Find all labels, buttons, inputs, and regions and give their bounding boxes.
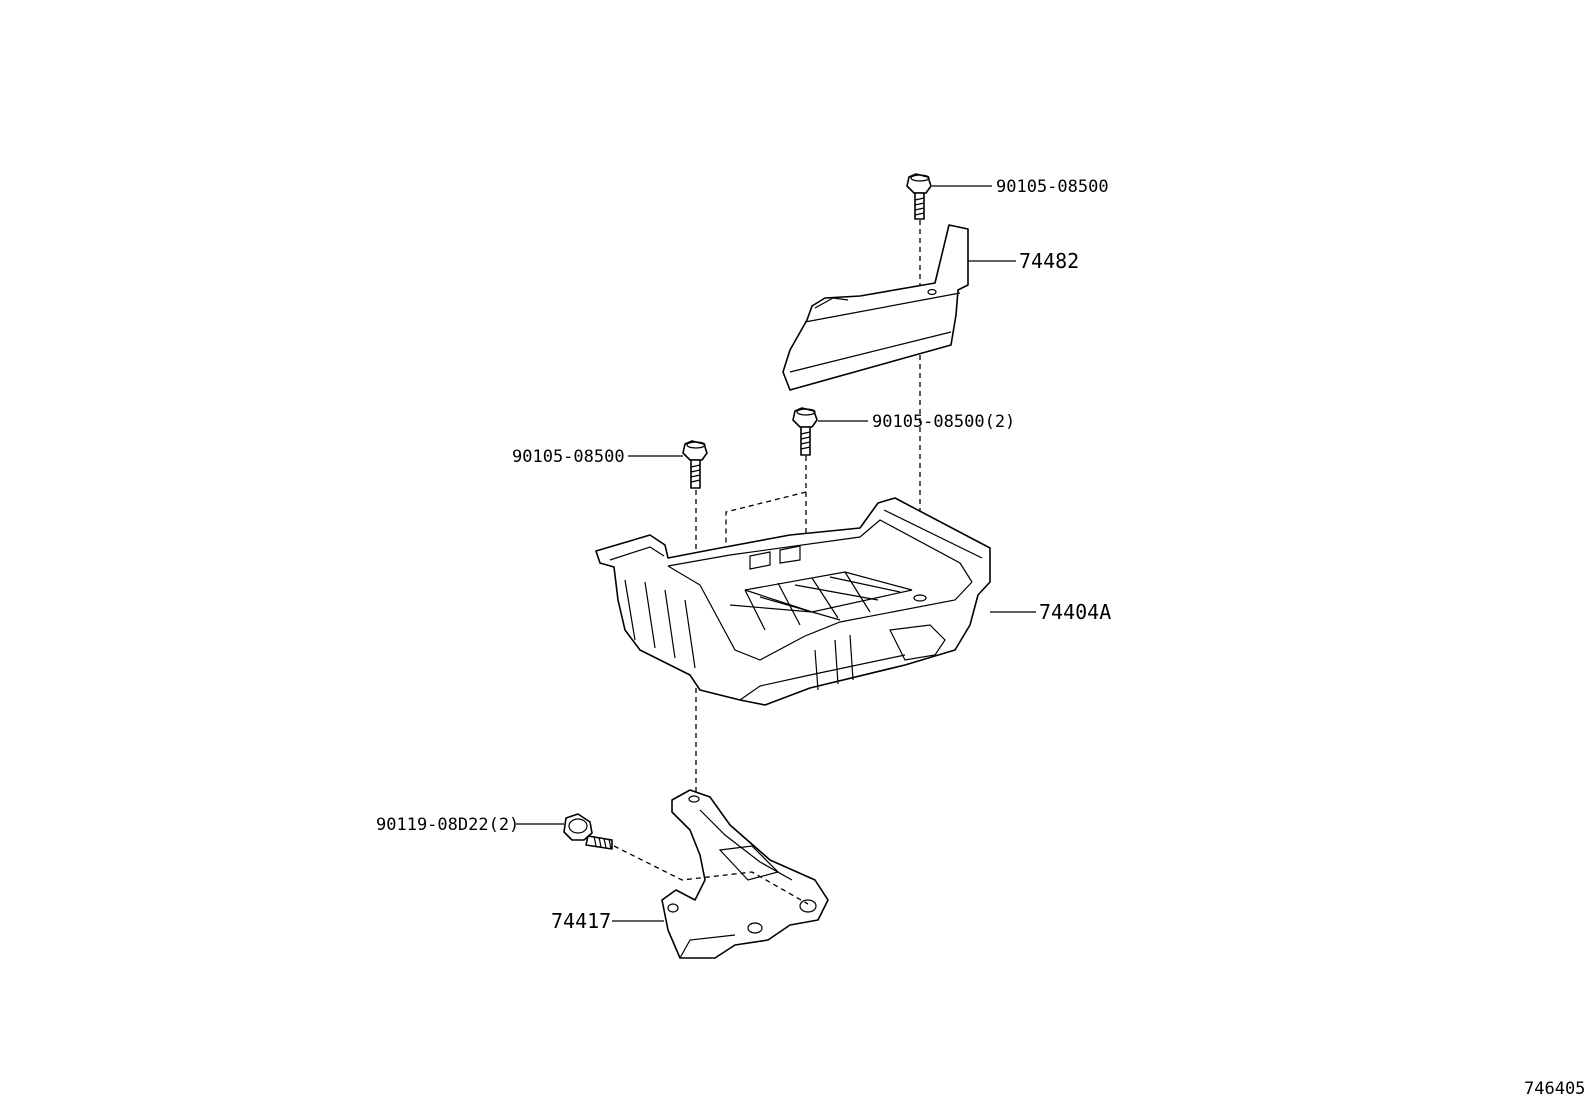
bolt-bracket[interactable] <box>563 813 613 850</box>
battery-tray[interactable] <box>595 497 991 706</box>
tray-bracket[interactable] <box>661 789 829 959</box>
guide-bolt-bracket <box>613 845 809 905</box>
label-clamp: 74482 <box>1019 249 1079 273</box>
label-tray: 74404A <box>1039 600 1111 624</box>
bolt-middle[interactable] <box>792 407 818 456</box>
bolt-left[interactable] <box>682 440 708 489</box>
label-bolt-middle: 90105-08500(2) <box>872 412 1015 432</box>
label-bolt-left: 90105-08500 <box>512 447 625 467</box>
diagram-id: 746405 <box>1524 1079 1585 1099</box>
bolt-top[interactable] <box>906 173 932 220</box>
label-bolt-top: 90105-08500 <box>996 177 1109 197</box>
label-bracket: 74417 <box>551 909 611 933</box>
battery-clamp[interactable] <box>782 224 969 391</box>
label-bolt-bracket: 90119-08D22(2) <box>376 815 519 835</box>
